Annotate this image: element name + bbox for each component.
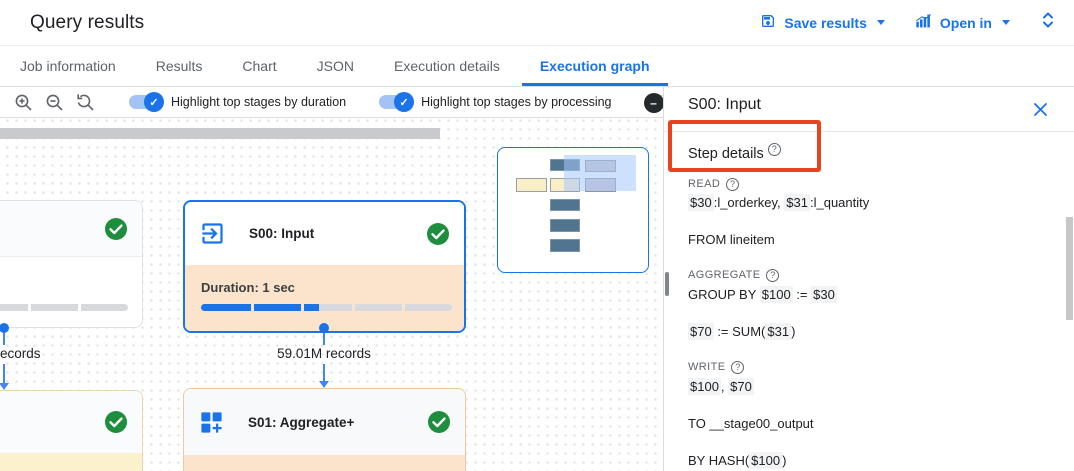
tab-execution-details[interactable]: Execution details	[393, 58, 500, 74]
edge-record-count: 59.01M records	[277, 346, 371, 361]
save-icon	[760, 13, 776, 32]
header: Query results Save results Open in	[0, 0, 1074, 46]
duration-bar-fill	[201, 304, 319, 311]
by-hash-line: BY HASH($100)	[688, 452, 787, 469]
tab-chart[interactable]: Chart	[242, 58, 277, 74]
panel-scrollbar-thumb[interactable]	[1066, 217, 1073, 320]
aggregate-stage-icon	[198, 409, 225, 436]
zoom-reset-button[interactable]	[76, 92, 95, 112]
step-details-heading: Step details	[688, 146, 764, 162]
stage-card-s00-input[interactable]: S00: Input Duration: 1 sec	[183, 200, 466, 333]
duration-bar	[201, 304, 452, 311]
write-columns-line: $100, $70	[688, 378, 754, 395]
edge-output-dot	[319, 323, 329, 333]
edge-line	[3, 333, 5, 345]
duration-highlight-section: Duration:	[184, 455, 465, 471]
save-results-label: Save results	[784, 14, 867, 31]
tab-job-information[interactable]: Job information	[20, 58, 116, 74]
zoom-out-button[interactable]	[45, 92, 64, 112]
toggle-thumb-check-icon: ✓	[144, 92, 164, 112]
write-section-label: WRITE	[688, 361, 726, 373]
stage-card-s01-aggregate[interactable]: S01: Aggregate+ Duration:	[183, 388, 466, 471]
chevron-down-icon	[876, 20, 885, 25]
group-by-line: GROUP BY $100 := $30	[688, 286, 837, 303]
success-check-icon	[426, 222, 450, 246]
execution-graph-pane: ✓ Highlight top stages by duration ✓ Hig…	[0, 87, 678, 471]
panel-title: S00: Input	[688, 96, 761, 113]
edge-line	[323, 364, 325, 381]
duration-highlight-section: Duration: 1 sec	[185, 265, 464, 331]
input-stage-icon	[199, 220, 226, 247]
minimap-node	[550, 239, 580, 252]
page-title: Query results	[30, 11, 145, 33]
minimap-node	[550, 199, 580, 211]
panel-left-scrollbar-thumb[interactable]	[665, 272, 669, 296]
stage-title: S01: Aggregate+	[248, 414, 355, 430]
open-in-button[interactable]: Open in	[915, 13, 1010, 32]
tab-results[interactable]: Results	[155, 58, 203, 74]
stage-details-panel: S00: Input Step details READ $30:l_order…	[663, 87, 1074, 471]
success-check-icon	[104, 217, 128, 241]
success-check-icon	[104, 410, 128, 434]
success-check-icon	[427, 410, 451, 434]
to-line: TO __stage00_output	[688, 416, 814, 431]
read-section-label: READ	[688, 178, 721, 190]
horizontal-scrollbar-thumb[interactable]	[0, 128, 440, 139]
tab-execution-graph[interactable]: Execution graph	[521, 46, 668, 86]
edge-record-count-partial: ecords	[0, 346, 41, 361]
save-results-button[interactable]: Save results	[760, 13, 885, 32]
tab-json[interactable]: JSON	[316, 58, 354, 74]
edge-line	[3, 364, 5, 383]
stage-card-partial-bottom[interactable]	[0, 390, 143, 471]
panel-divider	[664, 131, 1074, 132]
read-columns-line: $30:l_orderkey, $31:l_quantity	[688, 194, 870, 211]
duration-label: Duration:	[200, 469, 258, 471]
collapse-expand-button[interactable]	[1040, 11, 1056, 34]
chevron-down-icon	[1002, 20, 1010, 25]
stage-card-partial-top[interactable]	[0, 200, 143, 328]
processing-highlight-section	[0, 453, 142, 471]
content-area: ✓ Highlight top stages by duration ✓ Hig…	[0, 87, 1074, 471]
minimap-node	[550, 219, 580, 232]
help-icon[interactable]	[726, 178, 740, 191]
minimap-viewport[interactable]	[564, 155, 636, 191]
zoom-in-button[interactable]	[14, 92, 33, 112]
chart-icon	[915, 13, 932, 32]
edge-line	[323, 333, 325, 345]
edge-arrowhead	[319, 381, 329, 388]
aggregate-section-label: AGGREGATE	[688, 269, 761, 281]
sum-line: $70 := SUM($31)	[688, 323, 796, 340]
duration-label: Duration: 1 sec	[201, 280, 295, 295]
toggle-thumb-check-icon: ✓	[394, 92, 415, 112]
help-icon[interactable]	[731, 361, 745, 374]
close-icon[interactable]	[1030, 99, 1050, 119]
minimap-node	[516, 178, 547, 192]
toggle-duration-label: Highlight top stages by duration	[171, 95, 347, 109]
help-icon[interactable]	[767, 143, 781, 156]
toggle-highlight-duration[interactable]: ✓	[129, 92, 164, 112]
open-in-label: Open in	[939, 14, 992, 31]
help-icon[interactable]	[766, 269, 780, 282]
graph-toolbar: ✓ Highlight top stages by duration ✓ Hig…	[0, 87, 678, 118]
edge-output-dot	[0, 323, 9, 333]
graph-minimap[interactable]	[497, 147, 649, 273]
from-line: FROM lineitem	[688, 232, 775, 247]
edge-arrowhead	[0, 383, 9, 390]
toggle-processing-label: Highlight top stages by processing	[421, 95, 612, 109]
graph-canvas[interactable]: S00: Input Duration: 1 sec	[0, 118, 663, 471]
results-tab-bar: Job information Results Chart JSON Execu…	[0, 46, 1074, 87]
stage-title: S00: Input	[249, 226, 315, 241]
duration-bar	[0, 304, 128, 311]
header-actions: Save results Open in	[760, 11, 1056, 34]
toggle-thumb-minus-icon: –	[643, 93, 664, 113]
toggle-highlight-processing[interactable]: ✓	[379, 92, 415, 112]
